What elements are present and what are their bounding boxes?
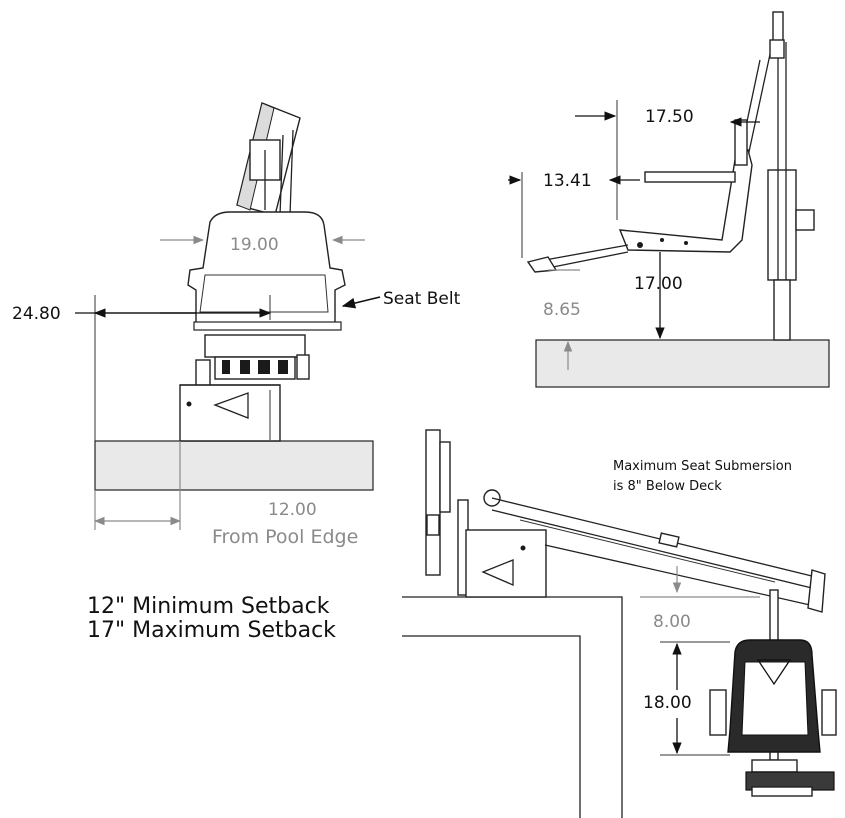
dim-seat-height: 17.00 xyxy=(634,274,683,294)
seat-belt-leader xyxy=(341,296,381,309)
side-concrete-base xyxy=(535,339,830,388)
seat-belt-label: Seat Belt xyxy=(383,289,461,309)
dim-seat-depth: 13.41 xyxy=(543,171,592,191)
side-seat xyxy=(526,119,753,273)
pool-wall-inner xyxy=(402,635,581,818)
dim-24-lines xyxy=(75,295,272,441)
dim-seat-width: 19.00 xyxy=(230,235,279,255)
front-concrete-base xyxy=(94,440,374,491)
dim-seat-drop: 18.00 xyxy=(643,693,692,713)
pool-deck-edge xyxy=(402,596,623,818)
side-view: 17.50 13.41 17.00 8.65 xyxy=(508,11,830,388)
dim-edge-distance: 12.00 xyxy=(268,500,317,520)
submersion-note-line2: is 8" Below Deck xyxy=(613,479,722,494)
front-lift-arm xyxy=(236,102,301,216)
submersion-note-line1: Maximum Seat Submersion xyxy=(613,459,792,474)
dim-arm-to-mast: 17.50 xyxy=(645,107,694,127)
pool-view: 8.00 18.00 Maximum Seat Submersion is 8"… xyxy=(87,429,837,818)
front-column xyxy=(179,334,310,442)
edge-distance-note: From Pool Edge xyxy=(212,526,358,548)
dim-height-24-80: 24.80 xyxy=(12,304,61,324)
front-view: 19.00 24.80 Seat Belt 12.00 From Pool Ed… xyxy=(12,102,461,548)
dim-below-deck: 8.00 xyxy=(653,612,691,632)
pool-seat xyxy=(709,589,837,797)
max-setback-label: 17" Maximum Setback xyxy=(87,618,336,643)
min-setback-label: 12" Minimum Setback xyxy=(87,594,330,619)
dim-footrest-height: 8.65 xyxy=(543,300,581,320)
front-seat xyxy=(187,211,346,331)
dim-12-lines xyxy=(93,441,182,530)
pool-base-box xyxy=(465,529,547,598)
